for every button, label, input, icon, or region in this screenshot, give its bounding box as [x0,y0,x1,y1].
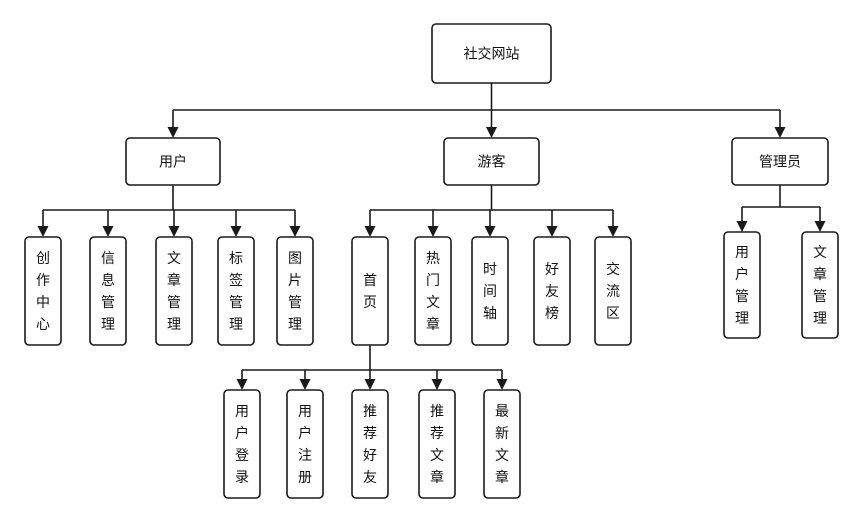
group-node-admin-label: 管理员 [759,155,801,171]
admin-child-node-1: 用户管理 [723,231,761,339]
arrowhead [736,221,748,232]
visitor-child-node-1-box [351,236,389,346]
arrowhead [486,127,497,138]
arrowhead [364,226,376,237]
home-child-node-4: 推荐文章 [418,389,456,499]
user-child-node-2-label: 信息管理 [101,251,115,333]
home-child-node-1: 用户登录 [223,389,261,499]
user-child-node-5: 图片管理 [276,236,314,346]
visitor-child-node-5: 交流区 [594,236,632,346]
user-child-node-1: 创作中心 [24,236,62,346]
admin-child-node-1-label: 用户管理 [735,245,749,327]
home-child-node-2-box [286,389,324,499]
user-child-node-4-box [217,236,255,346]
group-node-user: 用户 [125,137,221,186]
root-node-box [431,23,552,84]
user-child-node-5-box [276,236,314,346]
admin-child-node-2-box [801,231,839,339]
root-node: 社交网站 [431,23,552,84]
home-child-node-1-box [223,389,261,499]
group-node-user-label: 用户 [159,154,187,171]
arrowhead [167,127,179,138]
arrowhead [774,127,786,138]
visitor-child-node-4: 好友榜 [533,236,571,346]
visitor-child-node-2-box [414,236,452,346]
user-child-node-1-box [24,236,62,346]
user-child-node-4: 标签管理 [217,236,255,346]
user-child-node-1-label: 创作中心 [36,251,50,333]
arrowhead [168,226,180,237]
user-child-node-5-label: 图片管理 [288,251,302,333]
arrowhead [427,226,439,237]
visitor-child-node-5-label: 交流区 [606,261,620,322]
connector-lines [37,83,826,390]
visitor-child-node-2: 热门文章 [414,236,452,346]
user-child-node-3: 文章管理 [155,236,193,346]
arrowhead [364,379,376,390]
home-child-node-5: 最新文章 [483,389,521,499]
user-child-node-2: 信息管理 [89,236,127,346]
user-child-node-2-box [89,236,127,346]
user-child-node-4-label: 标签管理 [229,251,243,333]
visitor-child-node-1-label: 首页 [363,273,377,311]
arrowhead [236,379,248,390]
home-child-node-4-label: 推荐文章 [430,404,444,486]
home-child-node-3-box [351,389,389,499]
admin-child-node-2: 文章管理 [801,231,839,339]
group-node-admin: 管理员 [731,137,829,186]
group-node-visitor: 游客 [443,137,540,186]
arrowhead [431,379,443,390]
arrowhead [299,379,311,390]
group-node-admin-box [731,137,829,186]
home-child-node-5-label: 最新文章 [495,404,509,486]
visitor-child-node-4-box [533,236,571,346]
arrowhead [496,379,508,390]
visitor-child-node-3-box [471,236,509,346]
visitor-child-node-1: 首页 [351,236,389,346]
arrowhead [102,226,114,237]
home-child-node-2: 用户注册 [286,389,324,499]
home-child-node-3: 推荐好友 [351,389,389,499]
arrowhead [37,226,49,237]
home-child-node-1-label: 用户登录 [235,404,249,486]
group-node-visitor-box [443,137,540,186]
arrowhead [484,226,496,237]
user-child-node-3-label: 文章管理 [167,251,181,333]
group-node-user-box [125,137,221,186]
group-node-visitor-label: 游客 [478,154,506,171]
user-child-node-3-box [155,236,193,346]
visitor-child-node-3: 时间轴 [471,236,509,346]
arrowhead [546,226,558,237]
arrowhead [814,221,826,232]
visitor-child-node-2-label: 热门文章 [426,251,440,333]
home-child-node-2-label: 用户注册 [298,404,312,486]
home-child-node-5-box [483,389,521,499]
visitor-child-node-5-box [594,236,632,346]
arrowhead [607,226,619,237]
visitor-child-node-4-label: 好友榜 [545,262,559,322]
home-child-node-3-label: 推荐好友 [363,404,377,486]
visitor-child-node-3-label: 时间轴 [483,262,497,322]
admin-child-node-2-label: 文章管理 [813,245,827,327]
arrowhead [230,226,242,237]
root-node-label: 社交网站 [464,46,520,63]
admin-child-node-1-box [723,231,761,339]
arrowhead [289,226,301,237]
home-child-node-4-box [418,389,456,499]
